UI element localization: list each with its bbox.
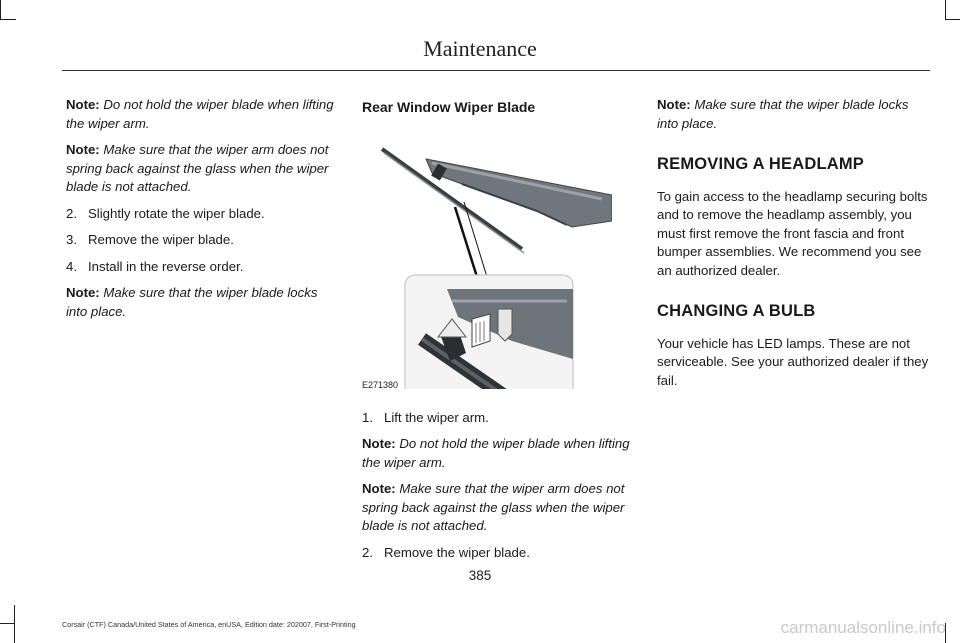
step-item: 1. Lift the wiper arm.	[362, 409, 632, 428]
note-paragraph: Note: Make sure that the wiper blade loc…	[657, 96, 929, 133]
step-item: 3. Remove the wiper blade.	[66, 231, 341, 250]
figure-id: E271380	[362, 379, 399, 390]
note-text: Make sure that the wiper arm does not sp…	[66, 142, 329, 194]
crop-mark	[945, 623, 946, 643]
step-text: Remove the wiper blade.	[384, 544, 530, 560]
step-text: Lift the wiper arm.	[384, 409, 489, 425]
note-label: Note:	[66, 97, 100, 112]
column-left: Note: Do not hold the wiper blade when l…	[66, 96, 341, 329]
page-title: Maintenance	[423, 36, 537, 61]
step-item: 2. Slightly rotate the wiper blade.	[66, 205, 341, 224]
note-label: Note:	[657, 97, 691, 112]
step-text: Remove the wiper blade.	[88, 232, 234, 247]
note-label: Note:	[66, 285, 100, 300]
step-text: Slightly rotate the wiper blade.	[88, 205, 265, 221]
note-text: Do not hold the wiper blade when lifting…	[66, 97, 334, 131]
note-text: Make sure that the wiper arm does not sp…	[362, 481, 625, 533]
body-paragraph: To gain access to the headlamp securing …	[657, 188, 928, 278]
step-number: 2.	[362, 544, 373, 560]
note-label: Note:	[362, 436, 396, 451]
crop-mark	[0, 623, 14, 624]
crop-mark	[14, 605, 15, 643]
section-heading-headlamp: REMOVING A HEADLAMP	[657, 155, 864, 173]
step-number: 2.	[66, 205, 77, 221]
note-text: Do not hold the wiper blade when lifting…	[362, 436, 630, 470]
note-paragraph: Note: Make sure that the wiper blade loc…	[66, 284, 341, 321]
watermark-text: carmanualsonline.info	[780, 618, 946, 637]
step-item: 4. Install in the reverse order.	[66, 258, 341, 277]
step-number: 3.	[66, 232, 77, 247]
column-middle: Rear Window Wiper Blade E2713	[362, 98, 632, 570]
crop-mark	[945, 19, 960, 20]
header-divider	[62, 70, 930, 71]
step-text: Install in the reverse order.	[88, 258, 244, 274]
note-paragraph: Note: Do not hold the wiper blade when l…	[362, 435, 632, 472]
note-label: Note:	[66, 142, 100, 157]
section-subheading: Rear Window Wiper Blade	[362, 99, 536, 115]
crop-mark	[0, 19, 16, 20]
step-number: 1.	[362, 409, 373, 425]
note-paragraph: Note: Make sure that the wiper arm does …	[66, 141, 341, 197]
crop-mark	[945, 0, 946, 20]
wiper-blade-illustration: E271380	[362, 129, 612, 390]
section-heading-bulb: CHANGING A BULB	[657, 302, 816, 320]
body-paragraph: Your vehicle has LED lamps. These are no…	[657, 335, 929, 388]
note-paragraph: Note: Make sure that the wiper arm does …	[362, 480, 632, 536]
step-item: 2. Remove the wiper blade.	[362, 544, 632, 563]
note-text: Make sure that the wiper blade locks int…	[657, 97, 909, 131]
crop-mark	[0, 0, 1, 20]
note-paragraph: Note: Do not hold the wiper blade when l…	[66, 96, 341, 133]
page-number: 385	[468, 568, 492, 583]
note-label: Note:	[362, 481, 396, 496]
step-number: 4.	[66, 258, 77, 274]
wiper-illustration-svg	[380, 146, 612, 389]
column-right: Note: Make sure that the wiper blade loc…	[657, 96, 929, 398]
edition-footer: Corsair (CTF) Canada/United States of Am…	[62, 620, 356, 629]
note-text: Make sure that the wiper blade locks int…	[66, 285, 318, 319]
